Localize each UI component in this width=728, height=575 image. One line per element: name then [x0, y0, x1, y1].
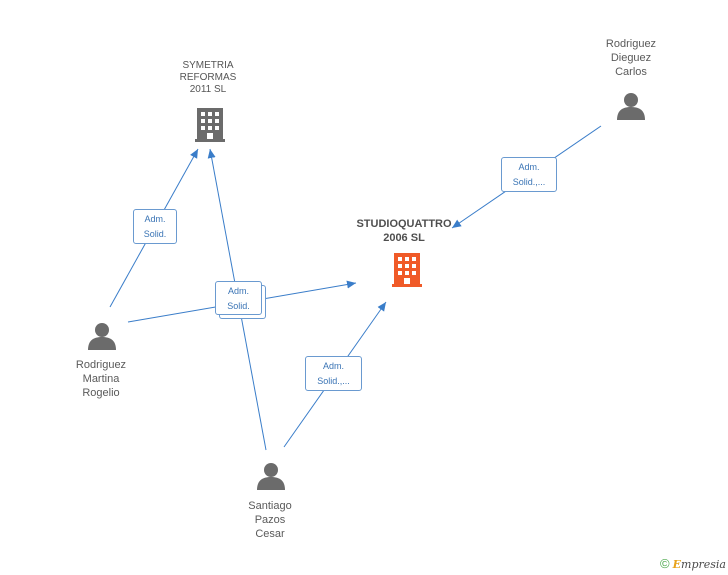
person-icon[interactable]	[257, 463, 285, 490]
edge-label-stacked[interactable]: Adm. Solid.	[215, 281, 262, 315]
copyright-icon: ©	[659, 556, 670, 571]
person-label-carlos[interactable]: Rodriguez Dieguez Carlos	[605, 38, 657, 78]
person-icon[interactable]	[617, 93, 645, 120]
footer-brand: © Empresia	[660, 556, 726, 571]
person-label-cesar[interactable]: Santiago Pazos Cesar	[248, 500, 292, 540]
edge-label-carlos-main[interactable]: Adm. Solid.,...	[501, 157, 557, 192]
edge-label-cesar-main[interactable]: Adm. Solid.,...	[305, 356, 362, 391]
building-icon-highlighted[interactable]	[392, 253, 422, 287]
person-icon[interactable]	[88, 323, 116, 350]
edge-label-rogelio-symetria[interactable]: Adm. Solid.	[133, 209, 177, 244]
company-label-main[interactable]: STUDIOQUATTRO 2006 SL	[356, 218, 452, 244]
building-icon[interactable]	[195, 108, 225, 142]
company-label-symetria[interactable]: SYMETRIA REFORMAS 2011 SL	[179, 60, 237, 95]
person-label-rogelio[interactable]: Rodriguez Martina Rogelio	[75, 359, 127, 399]
brand-logo[interactable]: Empresia	[672, 558, 726, 571]
